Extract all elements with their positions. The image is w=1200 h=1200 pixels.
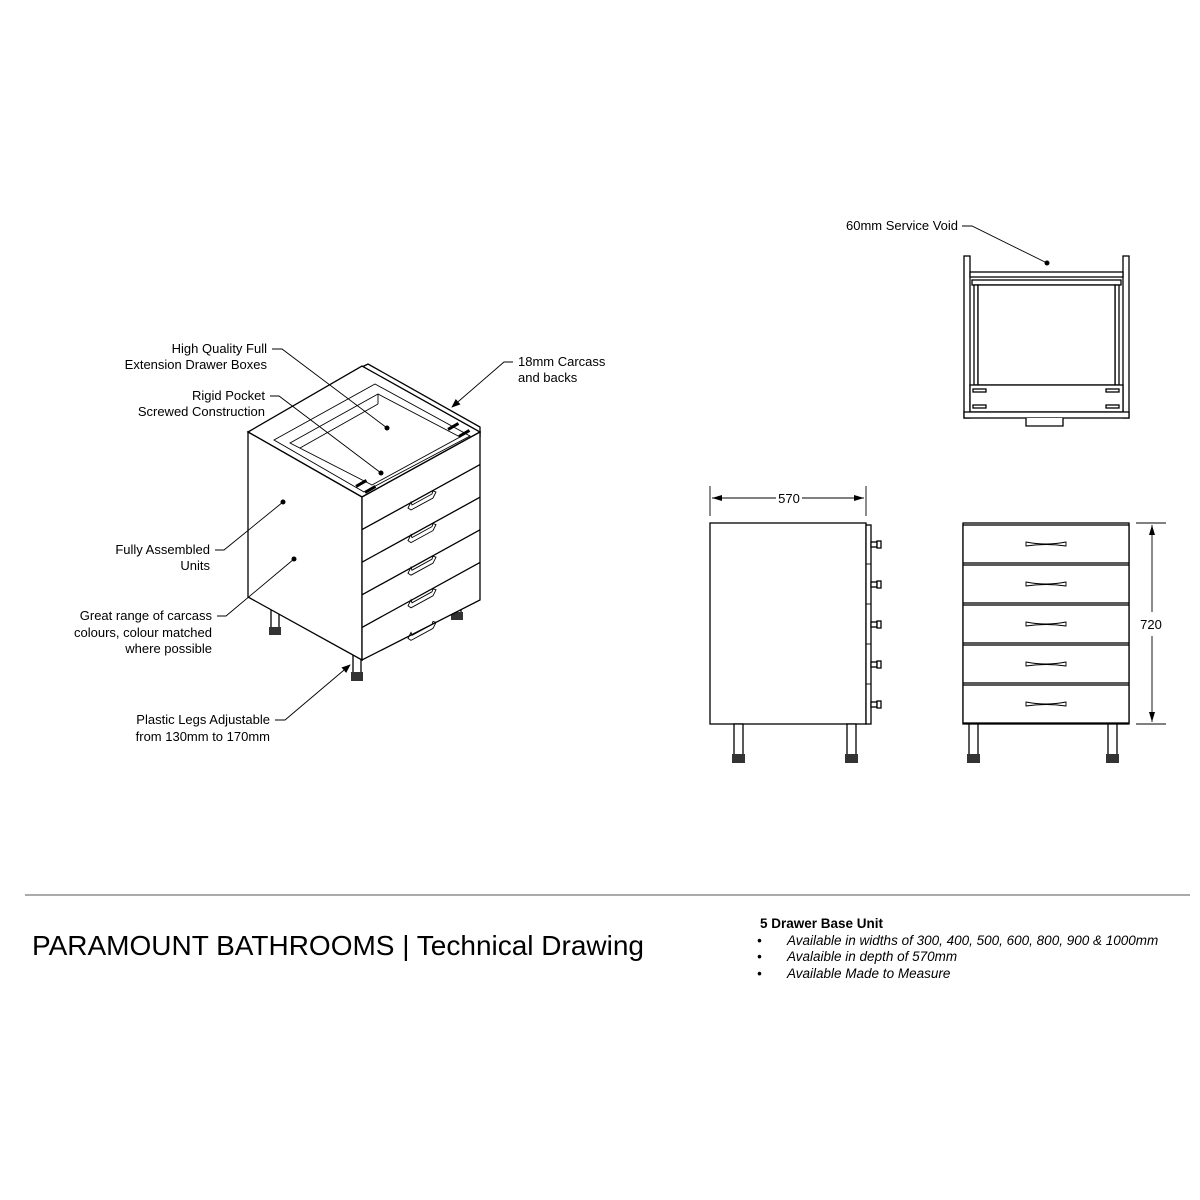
svg-text:from 130mm to 170mm: from 130mm to 170mm — [136, 729, 270, 744]
handle-icon — [1025, 418, 1064, 427]
depth-dimension: 570 — [778, 491, 800, 506]
svg-text:High Quality Full: High Quality Full — [172, 341, 267, 356]
product-notes: 5 Drawer Base Unit •Available in widths … — [757, 916, 1159, 982]
drawer-handle-icon — [1025, 661, 1067, 667]
drawer-handle-icon — [1025, 541, 1067, 547]
svg-text:and backs: and backs — [518, 370, 578, 385]
note-item: •Avalaible in depth of 570mm — [757, 949, 958, 964]
drawer-handle-icon — [1025, 581, 1067, 587]
handle-knob-icon — [870, 541, 878, 548]
callout-legs: Plastic Legs Adjustable from 130mm to 17… — [136, 712, 270, 744]
callout-assembled: Fully Assembled Units — [115, 542, 210, 573]
callout-colours: Great range of carcass colours, colour m… — [74, 608, 213, 656]
svg-text:Plastic Legs Adjustable: Plastic Legs Adjustable — [136, 712, 270, 727]
svg-text:Units: Units — [180, 558, 210, 573]
svg-text:Extension Drawer Boxes: Extension Drawer Boxes — [125, 357, 268, 372]
svg-text:Screwed Construction: Screwed Construction — [138, 404, 265, 419]
svg-text:where possible: where possible — [124, 641, 212, 656]
drawer-handle-icon — [407, 620, 437, 641]
leader-lines — [215, 225, 1048, 721]
drawer-front — [962, 684, 1130, 724]
drawer-divider — [361, 496, 481, 563]
product-name: 5 Drawer Base Unit — [760, 916, 884, 931]
svg-text:Fully Assembled: Fully Assembled — [115, 542, 210, 557]
drawer-fronts — [361, 430, 481, 662]
drawer-divider — [361, 529, 481, 596]
drawer-handle-icon — [1025, 701, 1067, 707]
svg-text:colours, colour matched: colours, colour matched — [74, 625, 212, 640]
handle-knob-icon — [870, 661, 878, 668]
svg-text:Great range of carcass: Great range of carcass — [80, 608, 213, 623]
drawer-handle-icon — [1025, 621, 1067, 627]
callout-pocket: Rigid Pocket Screwed Construction — [138, 388, 266, 419]
side-view: 570 — [709, 486, 882, 763]
callout-drawer-boxes: High Quality Full Extension Drawer Boxes — [125, 341, 268, 372]
drawer-divider — [361, 561, 481, 628]
note-item: •Available in widths of 300, 400, 500, 6… — [757, 932, 1159, 948]
svg-text:Rigid Pocket: Rigid Pocket — [192, 388, 265, 403]
front-view: 720 — [962, 522, 1166, 763]
page-title: PARAMOUNT BATHROOMS | Technical Drawing — [32, 930, 645, 961]
height-dimension: 720 — [1140, 617, 1162, 632]
handle-knob-icon — [870, 621, 878, 628]
handle-knob-icon — [870, 581, 878, 588]
plan-view — [963, 255, 1130, 427]
svg-text:18mm Carcass: 18mm Carcass — [518, 354, 606, 369]
handle-knob-icon — [870, 701, 878, 708]
callout-carcass: 18mm Carcass and backs — [518, 354, 606, 385]
callout-service-void: 60mm Service Void — [846, 218, 958, 233]
drawer-divider — [361, 464, 481, 531]
isometric-view — [246, 363, 482, 681]
note-item: •Available Made to Measure — [757, 965, 951, 981]
